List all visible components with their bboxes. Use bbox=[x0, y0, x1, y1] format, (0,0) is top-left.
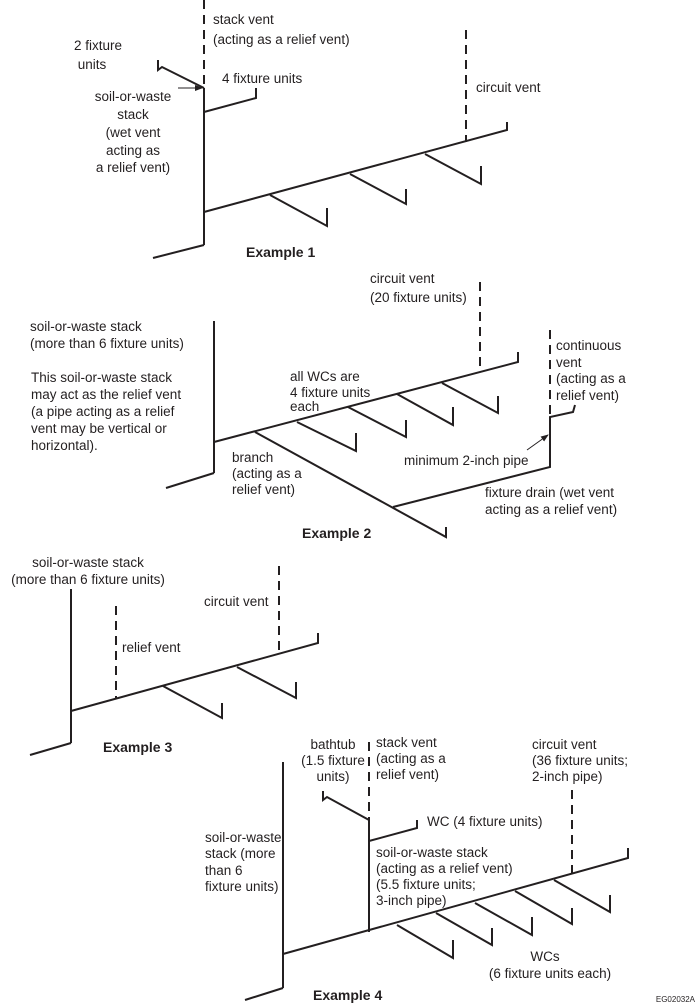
label: each bbox=[290, 399, 319, 414]
label: horizontal). bbox=[31, 438, 98, 453]
example-4: bathtub (1.5 fixture units) stack vent (… bbox=[205, 735, 629, 1003]
horizontal-branch bbox=[282, 848, 629, 955]
label: stack vent bbox=[376, 735, 437, 750]
example-3: soil-or-waste stack (more than 6 fixture… bbox=[11, 555, 319, 756]
label: (36 fixture units; bbox=[532, 753, 628, 768]
fixture-drain bbox=[474, 902, 533, 937]
label: may act as the relief vent bbox=[31, 387, 181, 402]
label: (acting as a bbox=[376, 751, 446, 766]
label: all WCs are bbox=[290, 369, 360, 384]
fixture-drain bbox=[236, 666, 297, 700]
label: soil-or-waste bbox=[205, 830, 282, 845]
label: vent may be vertical or bbox=[31, 421, 167, 436]
stack-tail bbox=[152, 244, 205, 259]
label: (acting as a bbox=[232, 466, 302, 481]
label: 4 fixture units bbox=[222, 71, 303, 86]
label: continuous bbox=[556, 338, 622, 353]
horizontal-branch bbox=[70, 633, 319, 712]
label: stack (more bbox=[205, 846, 276, 861]
label: (wet vent bbox=[106, 125, 161, 140]
fixture-drain bbox=[441, 382, 499, 415]
label: circuit vent bbox=[204, 594, 269, 609]
example-title: Example 3 bbox=[103, 739, 172, 755]
branch-relief bbox=[254, 431, 447, 539]
two-fixture-branch bbox=[157, 60, 205, 89]
fixture-drain bbox=[349, 173, 407, 206]
fixture-drain bbox=[347, 406, 407, 439]
stack-tail bbox=[244, 987, 284, 1001]
example-title: Example 4 bbox=[313, 987, 382, 1003]
label: stack bbox=[117, 107, 149, 122]
stack-tail bbox=[29, 742, 72, 756]
label: units bbox=[78, 57, 107, 72]
label: soil-or-waste stack bbox=[30, 319, 142, 334]
fixture-drain-wet-vent bbox=[392, 404, 576, 508]
example-1: stack vent (acting as a relief vent) 2 f… bbox=[74, 0, 541, 260]
example-title: Example 1 bbox=[246, 244, 315, 260]
label: WC (4 fixture units) bbox=[427, 814, 543, 829]
label: (a pipe acting as a relief bbox=[31, 404, 175, 419]
horizontal-branch bbox=[203, 122, 508, 213]
fixture-drain bbox=[514, 890, 573, 926]
arrow-icon bbox=[526, 434, 549, 451]
label: a relief vent) bbox=[96, 160, 170, 175]
label: relief vent) bbox=[376, 767, 439, 782]
label: This soil-or-waste stack bbox=[31, 370, 172, 385]
label: (more than 6 fixture units) bbox=[11, 572, 165, 587]
label: relief vent) bbox=[556, 388, 619, 403]
fixture-drain bbox=[296, 421, 357, 453]
label: circuit vent bbox=[476, 80, 541, 95]
example-title: Example 2 bbox=[302, 525, 371, 541]
label: circuit vent bbox=[532, 737, 597, 752]
wc-branch bbox=[368, 820, 418, 842]
label: circuit vent bbox=[370, 271, 435, 286]
label: (1.5 fixture bbox=[301, 753, 365, 768]
label: than 6 bbox=[205, 863, 243, 878]
fixture-drain bbox=[396, 924, 454, 960]
label: acting as bbox=[106, 143, 160, 158]
label: units) bbox=[316, 769, 349, 784]
label: soil-or-waste bbox=[95, 89, 172, 104]
fixture-drain bbox=[162, 685, 223, 720]
label: (acting as a relief vent) bbox=[213, 32, 350, 47]
fixture-drain bbox=[396, 393, 454, 427]
label: stack vent bbox=[213, 12, 274, 27]
label: 4 fixture units bbox=[290, 385, 371, 400]
four-fixture-branch bbox=[203, 88, 257, 113]
label: relief vent bbox=[122, 640, 181, 655]
fixture-drain bbox=[553, 879, 611, 914]
example-2: circuit vent (20 fixture units) soil-or-… bbox=[30, 271, 626, 541]
label: soil-or-waste stack bbox=[376, 845, 488, 860]
label: (acting as a relief vent) bbox=[376, 861, 513, 876]
label: minimum 2-inch pipe bbox=[404, 453, 529, 468]
label: (6 fixture units each) bbox=[489, 966, 611, 981]
label: relief vent) bbox=[232, 482, 295, 497]
label: 2-inch pipe) bbox=[532, 769, 603, 784]
label: bathtub bbox=[310, 737, 355, 752]
label: (5.5 fixture units; bbox=[376, 877, 476, 892]
label: soil-or-waste stack bbox=[32, 555, 144, 570]
label: 2 fixture bbox=[74, 38, 122, 53]
bathtub-branch bbox=[322, 791, 370, 821]
stack-tail bbox=[165, 472, 215, 489]
fixture-drain bbox=[435, 912, 493, 947]
label: fixture units) bbox=[205, 879, 279, 894]
label: vent bbox=[556, 355, 582, 370]
figure-code: EG02032A bbox=[656, 995, 696, 1004]
horizontal-branch bbox=[213, 352, 519, 443]
fixture-drain bbox=[269, 194, 328, 228]
label: (20 fixture units) bbox=[370, 290, 467, 305]
label: WCs bbox=[530, 949, 559, 964]
label: fixture drain (wet vent bbox=[485, 485, 614, 500]
label: (more than 6 fixture units) bbox=[30, 336, 184, 351]
fixture-drain bbox=[424, 153, 482, 186]
label: 3-inch pipe) bbox=[376, 893, 447, 908]
label: (acting as a bbox=[556, 371, 626, 386]
label: acting as a relief vent) bbox=[485, 502, 617, 517]
label: branch bbox=[232, 450, 273, 465]
